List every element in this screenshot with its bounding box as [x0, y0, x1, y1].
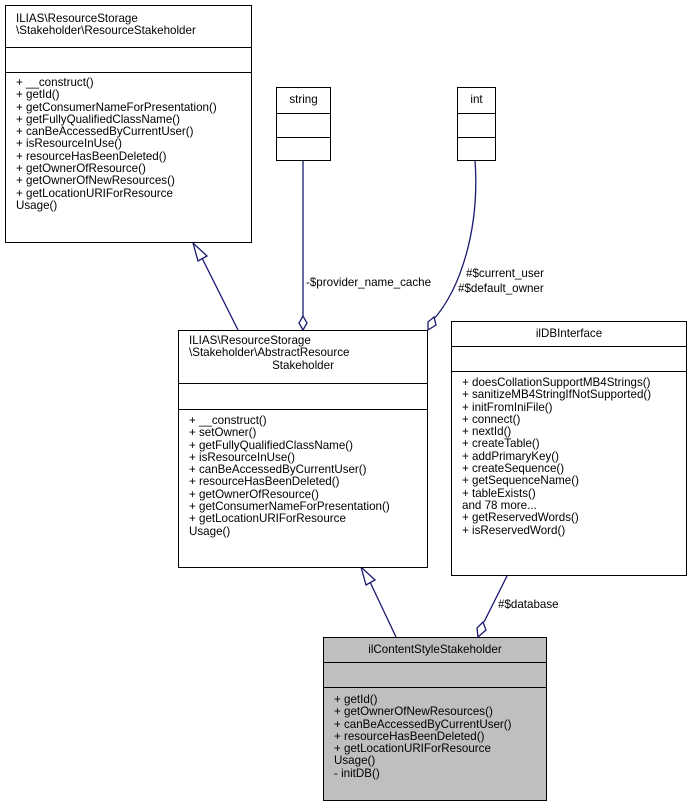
edge-label-default-owner: #$default_owner: [458, 282, 544, 295]
method: Usage(): [16, 198, 58, 212]
method: + createTable(): [462, 437, 540, 451]
edge-label-current-user: #$current_user: [466, 267, 544, 280]
methods-section: [277, 137, 330, 138]
method: + resourceHasBeenDeleted(): [334, 729, 485, 743]
class-title: ILIAS\ResourceStorage \Stakeholder\Resou…: [16, 12, 196, 38]
method: + isResourceInUse(): [189, 450, 295, 464]
attributes-section: [179, 383, 427, 410]
aggregation-diamond: [298, 314, 308, 332]
inheritance-arrowhead: [359, 564, 377, 586]
method: + getReservedWords(): [462, 511, 579, 525]
method: + isReservedWord(): [462, 523, 566, 537]
method: + __construct(): [189, 414, 267, 427]
method: + getOwnerOfNewResources(): [16, 174, 175, 188]
method: + connect(): [462, 412, 521, 426]
attributes-section: [324, 662, 546, 688]
method: + initFromIniFile(): [462, 400, 553, 414]
method: + getConsumerNameForPresentation(): [16, 100, 217, 114]
attributes-section: [6, 47, 251, 73]
class-resource-stakeholder: ILIAS\ResourceStorage \Stakeholder\Resou…: [5, 5, 252, 243]
method: + sanitizeMB4StringIfNotSupported(): [462, 388, 652, 402]
class-int: int: [457, 87, 496, 161]
method: + setOwner(): [189, 426, 257, 440]
method: + isResourceInUse(): [16, 137, 122, 151]
method-list: + __construct() + getId() + getConsumerN…: [16, 76, 249, 212]
method: + getSequenceName(): [462, 474, 579, 488]
method-list: + __construct() + setOwner() + getFullyQ…: [189, 414, 425, 538]
method: + getId(): [334, 693, 378, 706]
class-string: string: [276, 87, 331, 161]
method: + doesCollationSupportMB4Strings(): [462, 376, 651, 389]
attributes-section: [458, 113, 495, 138]
method: Usage(): [334, 754, 376, 768]
inheritance-edge-content-style-to-abstract: [369, 581, 397, 638]
methods-section: [179, 409, 427, 410]
method: + getLocationURIForResource: [189, 512, 346, 526]
inheritance-edge-abstract-to-resource-stakeholder: [201, 257, 239, 331]
class-title: ilContentStyleStakeholder: [368, 643, 502, 656]
method: + __construct(): [16, 76, 94, 89]
method-list: + doesCollationSupportMB4Strings() + san…: [462, 376, 684, 537]
method: + getOwnerOfResource(): [16, 162, 146, 176]
method: + getOwnerOfNewResources(): [334, 705, 493, 719]
class-title: int: [470, 93, 483, 106]
class-title: ilDBInterface: [535, 327, 603, 340]
class-title: ILIAS\ResourceStorage \Stakeholder\Abstr…: [189, 334, 350, 372]
more-members-note: and 78 more...: [462, 498, 537, 512]
method: + addPrimaryKey(): [462, 449, 559, 463]
method: + resourceHasBeenDeleted(): [16, 149, 167, 163]
method: + resourceHasBeenDeleted(): [189, 475, 340, 489]
methods-section: [458, 137, 495, 138]
edge-label-provider-name-cache: -$provider_name_cache: [306, 276, 432, 289]
methods-section: [324, 687, 546, 688]
method: + getConsumerNameForPresentation(): [189, 500, 390, 514]
method: + tableExists(): [462, 486, 536, 500]
class-title: string: [289, 93, 318, 106]
class-il-content-style-stakeholder: ilContentStyleStakeholder + getId() + ge…: [323, 637, 547, 801]
method: + canBeAccessedByCurrentUser(): [189, 463, 367, 477]
method: + canBeAccessedByCurrentUser(): [16, 125, 194, 139]
class-abstract-resource-stakeholder: ILIAS\ResourceStorage \Stakeholder\Abstr…: [178, 330, 428, 568]
method: + getLocationURIForResource: [16, 186, 173, 200]
method: + getFullyQualifiedClassName(): [16, 112, 180, 126]
method: + getLocationURIForResource: [334, 742, 491, 756]
methods-section: [452, 371, 686, 372]
method: + getOwnerOfResource(): [189, 487, 319, 501]
aggregation-diamond: [476, 620, 487, 639]
method: Usage(): [189, 524, 231, 538]
attributes-section: [277, 113, 330, 138]
method: + createSequence(): [462, 462, 565, 476]
method: + getFullyQualifiedClassName(): [189, 438, 353, 452]
method: + getId(): [16, 88, 60, 102]
attributes-section: [452, 346, 686, 372]
method: - initDB(): [334, 766, 380, 780]
edge-label-database: #$database: [498, 598, 559, 611]
aggregation-edge-db-to-content-style: [483, 575, 508, 623]
method: + canBeAccessedByCurrentUser(): [334, 717, 512, 731]
method: + nextId(): [462, 425, 512, 439]
class-ildbinterface: ilDBInterface + doesCollationSupportMB4S…: [451, 321, 687, 576]
aggregation-diamond: [427, 315, 437, 332]
inheritance-arrowhead: [191, 240, 209, 262]
aggregation-edge-int-to-abstract: [432, 159, 477, 321]
methods-section: [6, 72, 251, 73]
method-list: + getId() + getOwnerOfNewResources() + c…: [334, 693, 544, 780]
